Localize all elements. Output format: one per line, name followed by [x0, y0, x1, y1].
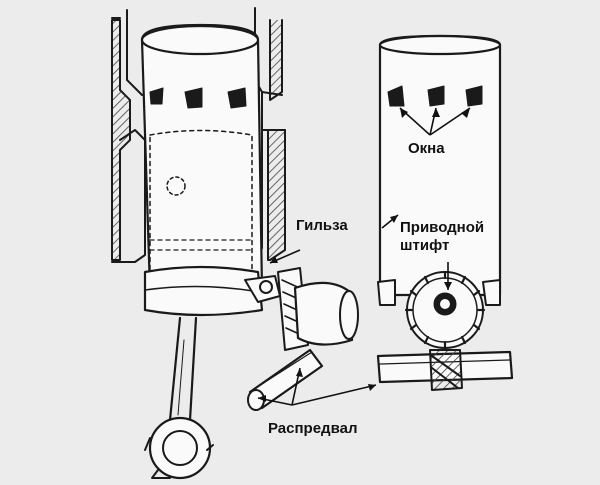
sleeve-base-ring: [143, 265, 281, 317]
helical-gear: [277, 267, 359, 351]
port-1: [387, 85, 405, 107]
right-assembly: [376, 34, 514, 391]
port-3: [465, 85, 483, 107]
label-windows: Окна: [408, 140, 445, 157]
connecting-rod: [144, 316, 214, 480]
label-sleeve: Гильза: [296, 217, 348, 234]
right-camshaft: [376, 349, 514, 391]
left-assembly: [111, 7, 359, 480]
label-camshaft: Распредвал: [268, 420, 358, 437]
drive-gear: [404, 270, 486, 350]
right-sleeve: [378, 34, 502, 297]
label-drive-pin-line1: Приводной: [400, 219, 485, 236]
camshaft-shaft: [247, 348, 324, 411]
left-sleeve: [140, 23, 264, 311]
label-drive-pin-line2: штифт: [400, 237, 450, 254]
arrow-heads: [258, 108, 470, 402]
port-2: [427, 85, 445, 107]
